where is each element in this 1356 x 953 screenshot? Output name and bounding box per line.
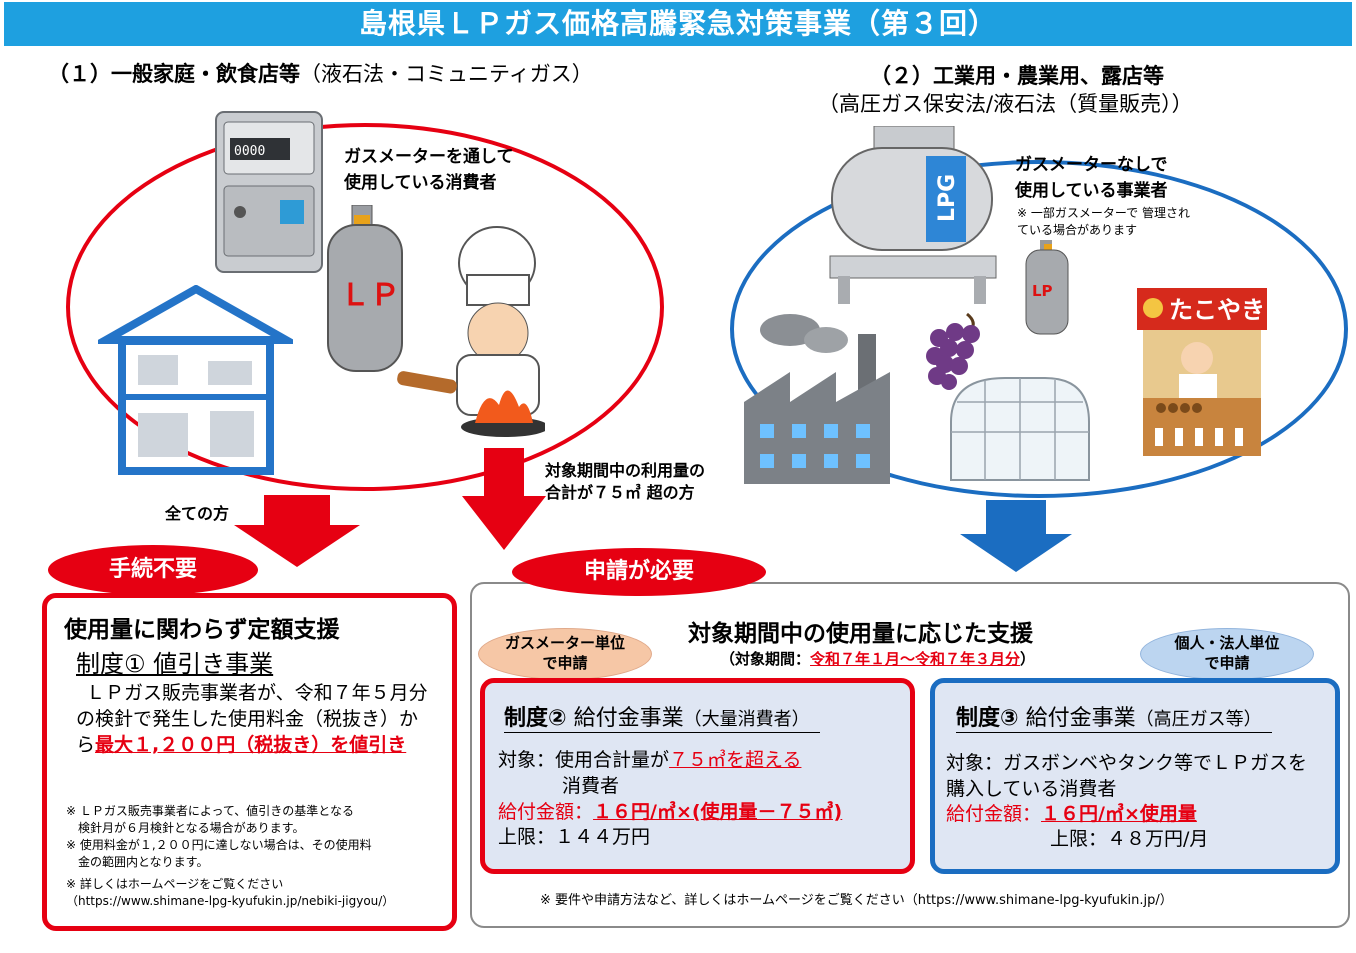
system3-box xyxy=(930,678,1340,874)
left-ellipse-note-line2: 使用している消費者 xyxy=(344,173,497,193)
system1-link-note: ※ 詳しくはホームページをご覧ください （https://www.shimane… xyxy=(66,876,394,910)
businesses-ellipse xyxy=(730,160,1348,498)
system3-amount-value: １６円/㎥×使用量 xyxy=(1041,803,1197,825)
no-procedure-pill: 手続不要 xyxy=(48,545,258,595)
person-unit-tag-line2: で申請 xyxy=(1204,654,1250,672)
system1-discount-amount: 最大１,２００円（税抜き）を値引き xyxy=(95,734,407,756)
system1-note-line: 金の範囲内となります。 xyxy=(66,855,209,869)
target-period-label: （対象期間： xyxy=(720,650,811,668)
right-ellipse-note-line2: 使用している事業者 xyxy=(1015,181,1168,201)
lpg-tank-illustration: LPG xyxy=(829,126,997,304)
arrow-threshold-label: 対象期間中の利用量の 合計が７５㎥ 超の方 xyxy=(545,460,705,504)
system1-body: ＬＰガス販売事業者が、令和７年５月分の検針で発生した使用料金（税抜き）から最大１… xyxy=(76,680,436,758)
arrow-threshold-down xyxy=(462,448,546,550)
system1-body-text: ＬＰガス販売事業者が、令和７年５月分の検針で発生した使用料金（税抜き）から xyxy=(76,682,428,756)
section1-heading-bold: （１）一般家庭・飲食店等 xyxy=(48,62,300,86)
greenhouse-illustration xyxy=(950,377,1090,481)
chef-illustration xyxy=(397,226,545,437)
application-required-pill: 申請が必要 xyxy=(512,548,766,596)
fixed-support-title: 使用量に関わらず定額支援 xyxy=(64,617,340,643)
right-ellipse-subnote-line2: ている場合があります xyxy=(1017,223,1138,237)
section2-heading: （２）工業用・農業用、露店等 xyxy=(870,64,1164,88)
system2-target: 対象：使用合計量が７５㎥を超える xyxy=(498,747,801,773)
system2-limit: 上限：１４４万円 xyxy=(498,826,651,848)
system2-target-text: 対象：使用合計量が xyxy=(498,749,670,771)
target-period: （対象期間：令和７年１月～令和７年３月分） xyxy=(720,648,1035,669)
system3-limit: 上限：４８万円/月 xyxy=(1050,828,1209,850)
system2-number: 制度② xyxy=(504,706,567,731)
gas-meter-illustration: 0000 xyxy=(215,111,323,273)
meter-unit-tag-line1: ガスメーター単位 xyxy=(504,634,625,652)
target-period-close: ） xyxy=(1020,650,1036,668)
meter-unit-tag: ガスメーター単位 で申請 xyxy=(478,628,652,680)
arrow-all-down xyxy=(234,495,360,567)
right-ellipse-note: ガスメーターなしで 使用している事業者 xyxy=(1015,152,1168,204)
system1-note-line: ※ ＬＰガス販売事業者によって、値引きの基準となる xyxy=(66,804,354,818)
grapes-illustration xyxy=(926,312,980,390)
takoyaki-stall-illustration: たこやき xyxy=(1137,288,1267,456)
cylinder-label: ＬＰ xyxy=(340,278,400,313)
system2-amount: 給付金額：１６円/㎥×(使用量－７５㎥) xyxy=(498,799,842,825)
system1-link-url[interactable]: （https://www.shimane-lpg-kyufukin.jp/neb… xyxy=(66,894,395,908)
system2-subtitle: （大量消費者） xyxy=(683,709,810,730)
fixed-support-box xyxy=(42,593,457,931)
system2-name: 給付金事業 xyxy=(566,706,684,731)
lp-cylinder-illustration: ＬＰ xyxy=(327,205,403,372)
tank-label: LPG xyxy=(935,174,960,222)
system3-number: 制度③ xyxy=(956,706,1019,731)
system2-title: 制度② 給付金事業（大量消費者） xyxy=(504,700,820,733)
small-cylinder-illustration: LP xyxy=(1025,240,1069,335)
right-ellipse-subnote: ※ 一部ガスメーターで 管理され ている場合があります xyxy=(1017,205,1190,239)
arrow-all-label: 全ての方 xyxy=(165,504,230,523)
section1-heading-normal: （液石法・コミュニティガス） xyxy=(300,62,593,86)
system1-note-line: ※ 使用料金が１,２００円に達しない場合は、その使用料 xyxy=(66,838,372,852)
arrow-threshold-label-line1: 対象期間中の利用量の xyxy=(545,461,706,480)
left-ellipse-note-line1: ガスメーターを通して xyxy=(344,147,514,167)
page-title: 島根県ＬＰガス価格高騰緊急対策事業（第３回） xyxy=(4,2,1352,46)
system3-subtitle: （高圧ガス等） xyxy=(1135,709,1262,730)
right-ellipse-subnote-line1: ※ 一部ガスメーターで 管理され xyxy=(1017,206,1190,220)
person-unit-tag: 個人・法人単位 で申請 xyxy=(1140,628,1314,680)
system3-amount-label: 給付金額： xyxy=(946,803,1042,825)
arrow-threshold-label-line2: 合計が７５㎥ 超の方 xyxy=(545,483,695,502)
application-support-title: 対象期間中の使用量に応じた支援 xyxy=(688,621,1033,647)
system1-link-note-line1: ※ 詳しくはホームページをご覧ください xyxy=(66,877,284,891)
consumers-ellipse xyxy=(66,123,664,491)
meter-reading: 0000 xyxy=(234,144,265,159)
left-ellipse-note: ガスメーターを通して 使用している消費者 xyxy=(344,144,514,196)
application-footer-note[interactable]: ※ 要件や申請方法など、詳しくはホームページをご覧ください（https://ww… xyxy=(540,893,1173,908)
arrow-business-down xyxy=(960,500,1072,572)
system1-title: 制度① 値引き事業 xyxy=(76,650,274,678)
target-period-value: 令和７年１月～令和７年３月分 xyxy=(810,650,1021,668)
system2-box xyxy=(480,678,915,874)
system3-target: 対象：ガスボンベやタンク等でＬＰガスを購入している消費者 xyxy=(946,752,1308,800)
section2-subheading: （高圧ガス保安法/液石法（質量販売）） xyxy=(818,92,1193,116)
system2-target-consumer: 消費者 xyxy=(562,775,620,797)
small-cylinder-label: LP xyxy=(1032,282,1053,300)
house-illustration xyxy=(98,285,293,475)
system3-name: 給付金事業 xyxy=(1018,706,1136,731)
system3-amount: 給付金額：１６円/㎥×使用量 xyxy=(946,801,1197,827)
system1-note-line: 検針月が６月検針となる場合があります。 xyxy=(66,821,305,835)
factory-illustration xyxy=(744,314,890,484)
system2-amount-label: 給付金額： xyxy=(498,801,594,823)
system2-amount-value: １６円/㎥×(使用量－７５㎥) xyxy=(593,801,843,823)
system2-target-threshold: ７５㎥を超える xyxy=(669,749,802,771)
right-ellipse-note-line1: ガスメーターなしで xyxy=(1015,155,1168,175)
system3-title: 制度③ 給付金事業（高圧ガス等） xyxy=(956,700,1272,733)
stall-sign: たこやき xyxy=(1169,296,1265,324)
section1-heading: （１）一般家庭・飲食店等（液石法・コミュニティガス） xyxy=(48,58,593,88)
person-unit-tag-line1: 個人・法人単位 xyxy=(1174,634,1280,652)
meter-unit-tag-line2: で申請 xyxy=(542,654,588,672)
system1-notes: ※ ＬＰガス販売事業者によって、値引きの基準となる 検針月が６月検針となる場合が… xyxy=(66,803,372,871)
